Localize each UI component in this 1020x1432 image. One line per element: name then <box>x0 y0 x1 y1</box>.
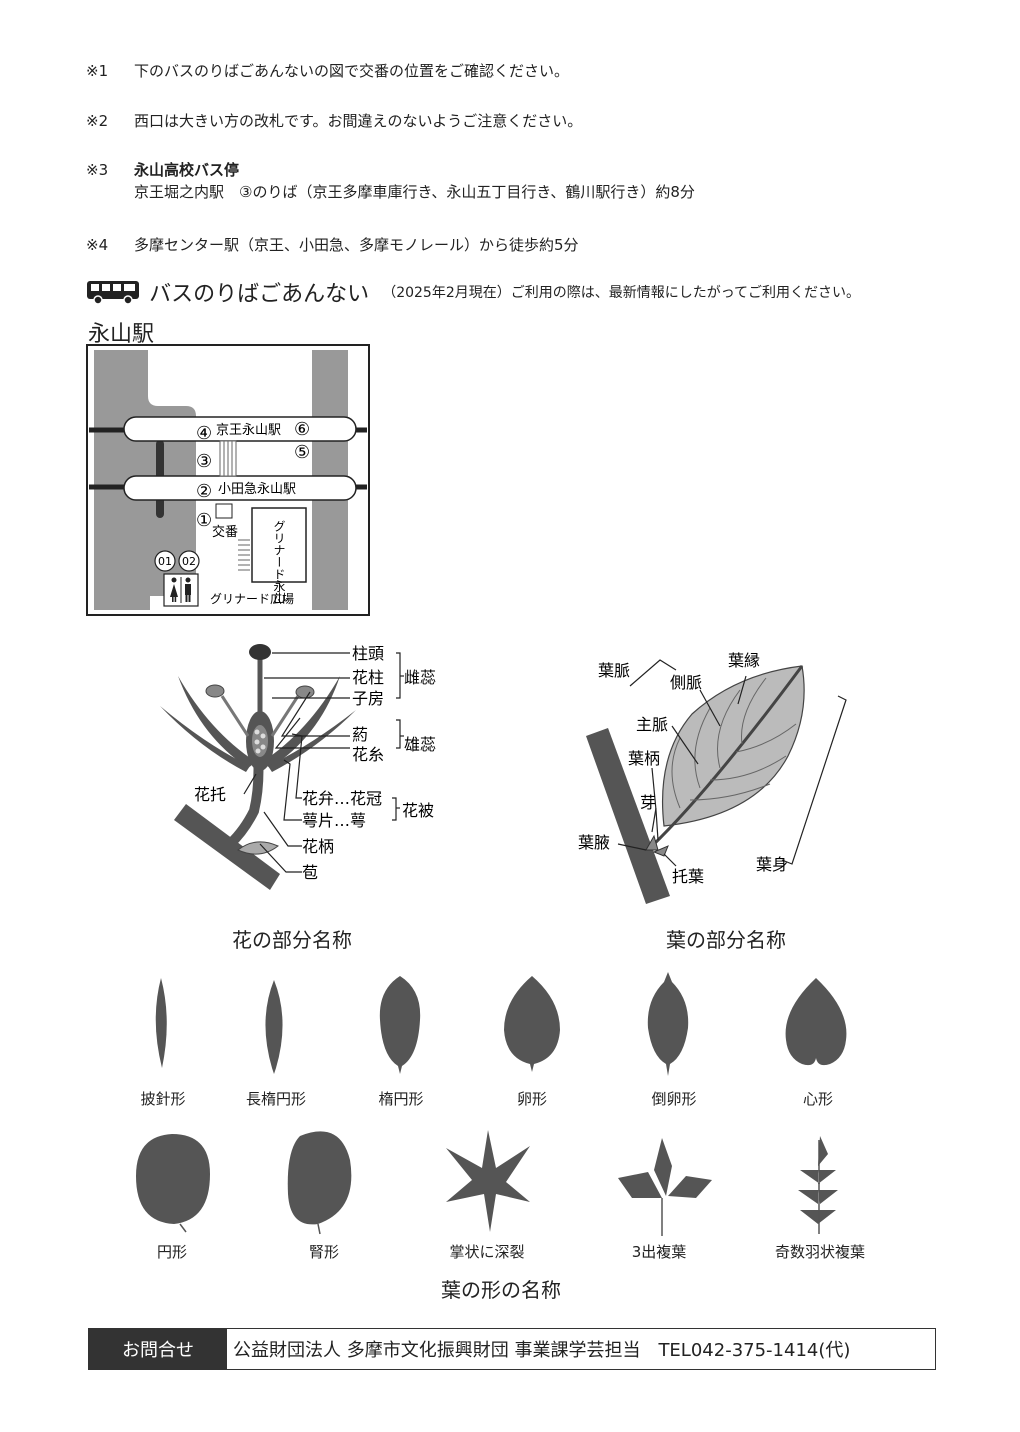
exit-02: 02 <box>182 555 196 568</box>
label-sepal: 萼片…萼 <box>302 811 366 830</box>
label-style: 花柱 <box>352 668 384 687</box>
shape-ovate <box>504 976 560 1072</box>
shape-cordate <box>785 978 847 1066</box>
label-axil: 葉腋 <box>578 833 610 852</box>
grinard-plaza: グリナード広場 <box>210 592 294 606</box>
label-pedicel: 花柄 <box>302 837 334 856</box>
shape-label-oblong: 長楕円形 <box>245 1090 307 1108</box>
koban-label: 交番 <box>212 524 238 540</box>
leaf-branch <box>586 728 670 904</box>
odakyu-station: 小田急永山駅 <box>218 482 296 497</box>
bus-icon <box>87 281 139 305</box>
contact-bar: お問合せ 公益財団法人 多摩市文化振興財団 事業課学芸担当 TEL042-375… <box>88 1328 936 1370</box>
shape-reniform <box>287 1131 352 1225</box>
station-map: 京王永山駅 小田急永山駅 ④ ⑥ ③ ⑤ ② ① 交番 グリナード永山 01 0… <box>86 344 370 616</box>
label-blade: 葉身 <box>756 855 788 874</box>
keio-station: 京王永山駅 <box>216 423 281 438</box>
label-receptacle: 花托 <box>194 785 226 804</box>
stop-2: ② <box>196 481 212 502</box>
leaf-shapes <box>136 972 847 1236</box>
koban-box <box>215 503 233 519</box>
label-stamen: 雄蕊 <box>404 735 436 754</box>
flower-caption: 花の部分名称 <box>232 928 352 952</box>
stop-6: ⑥ <box>294 419 310 440</box>
contact-text: 公益財団法人 多摩市文化振興財団 事業課学芸担当 TEL042-375-1414… <box>233 1340 851 1361</box>
shapes-caption: 葉の形の名称 <box>441 1278 561 1302</box>
label-bract: 苞 <box>302 863 318 882</box>
stop-5: ⑤ <box>294 442 310 463</box>
keio-platform <box>123 416 357 442</box>
label-lateral: 側脈 <box>670 673 702 692</box>
shape-trifoliate <box>618 1138 712 1234</box>
label-perianth: 花被 <box>402 801 434 820</box>
shape-label-cordate: 心形 <box>802 1090 834 1108</box>
bus-heading: バスのりばごあんない （2025年2月現在）ご利用の際は、最新情報にしたがってご… <box>86 276 861 307</box>
label-petiole: 葉柄 <box>628 749 660 768</box>
shape-label-trifoliate: 3出複葉 <box>631 1243 687 1261</box>
label-midrib: 主脈 <box>636 715 668 734</box>
label-petal: 花弁…花冠 <box>302 789 382 808</box>
label-filament: 花糸 <box>352 745 384 764</box>
label-vein: 葉脈 <box>598 661 630 680</box>
shape-label-elliptic: 楕円形 <box>378 1090 424 1108</box>
shape-label-obovate: 倒卵形 <box>651 1090 697 1108</box>
shape-elliptic <box>379 976 421 1074</box>
toilet-icon <box>163 573 199 607</box>
shape-pinnate <box>798 1136 838 1224</box>
label-margin: 葉縁 <box>728 651 760 670</box>
label-stigma: 柱頭 <box>352 644 384 663</box>
odakyu-platform <box>123 475 357 501</box>
shape-lanceolate <box>155 978 167 1068</box>
shape-orbicular <box>136 1134 210 1224</box>
shape-label-reniform: 腎形 <box>308 1243 340 1261</box>
contact-label: お問合せ <box>89 1329 227 1369</box>
shape-obovate <box>647 972 689 1076</box>
leaf-caption: 葉の部分名称 <box>666 928 786 952</box>
shape-label-ovate: 卵形 <box>516 1090 548 1108</box>
grinard-building <box>251 507 307 583</box>
stop-1: ① <box>196 510 212 531</box>
shape-label-lanceolate: 披針形 <box>140 1090 186 1108</box>
exit-01: 01 <box>158 555 172 568</box>
shape-label-pinnate: 奇数羽状複葉 <box>774 1243 866 1261</box>
label-bud: 芽 <box>640 793 656 812</box>
flower-branch <box>174 804 280 890</box>
flower-diagram: 柱頭 花柱 子房 雌蕊 葯 花糸 雄蕊 花托 花弁…花冠 萼片…萼 花被 花柄 … <box>160 644 436 890</box>
shape-oblong <box>265 980 283 1074</box>
label-stipule: 托葉 <box>672 867 704 886</box>
flower-stem <box>226 753 264 848</box>
stop-4: ④ <box>196 423 212 444</box>
label-ovary: 子房 <box>352 689 384 708</box>
leaf-diagram: 葉脈 側脈 葉縁 主脈 葉柄 芽 葉腋 托葉 葉身 <box>578 651 847 904</box>
shape-label-orbicular: 円形 <box>156 1243 188 1261</box>
label-pistil: 雌蕊 <box>404 668 436 687</box>
stop-3: ③ <box>196 451 212 472</box>
shape-palmate <box>446 1130 530 1232</box>
station-title: 永山駅 <box>88 322 155 347</box>
bus-title: バスのりばごあんない <box>149 282 370 307</box>
shape-label-palmate: 掌状に深裂 <box>449 1243 525 1261</box>
building-name: グリナード永山 <box>272 520 286 604</box>
label-anther: 葯 <box>352 725 368 744</box>
bus-note: （2025年2月現在）ご利用の際は、最新情報にしたがってご利用ください。 <box>382 285 861 301</box>
